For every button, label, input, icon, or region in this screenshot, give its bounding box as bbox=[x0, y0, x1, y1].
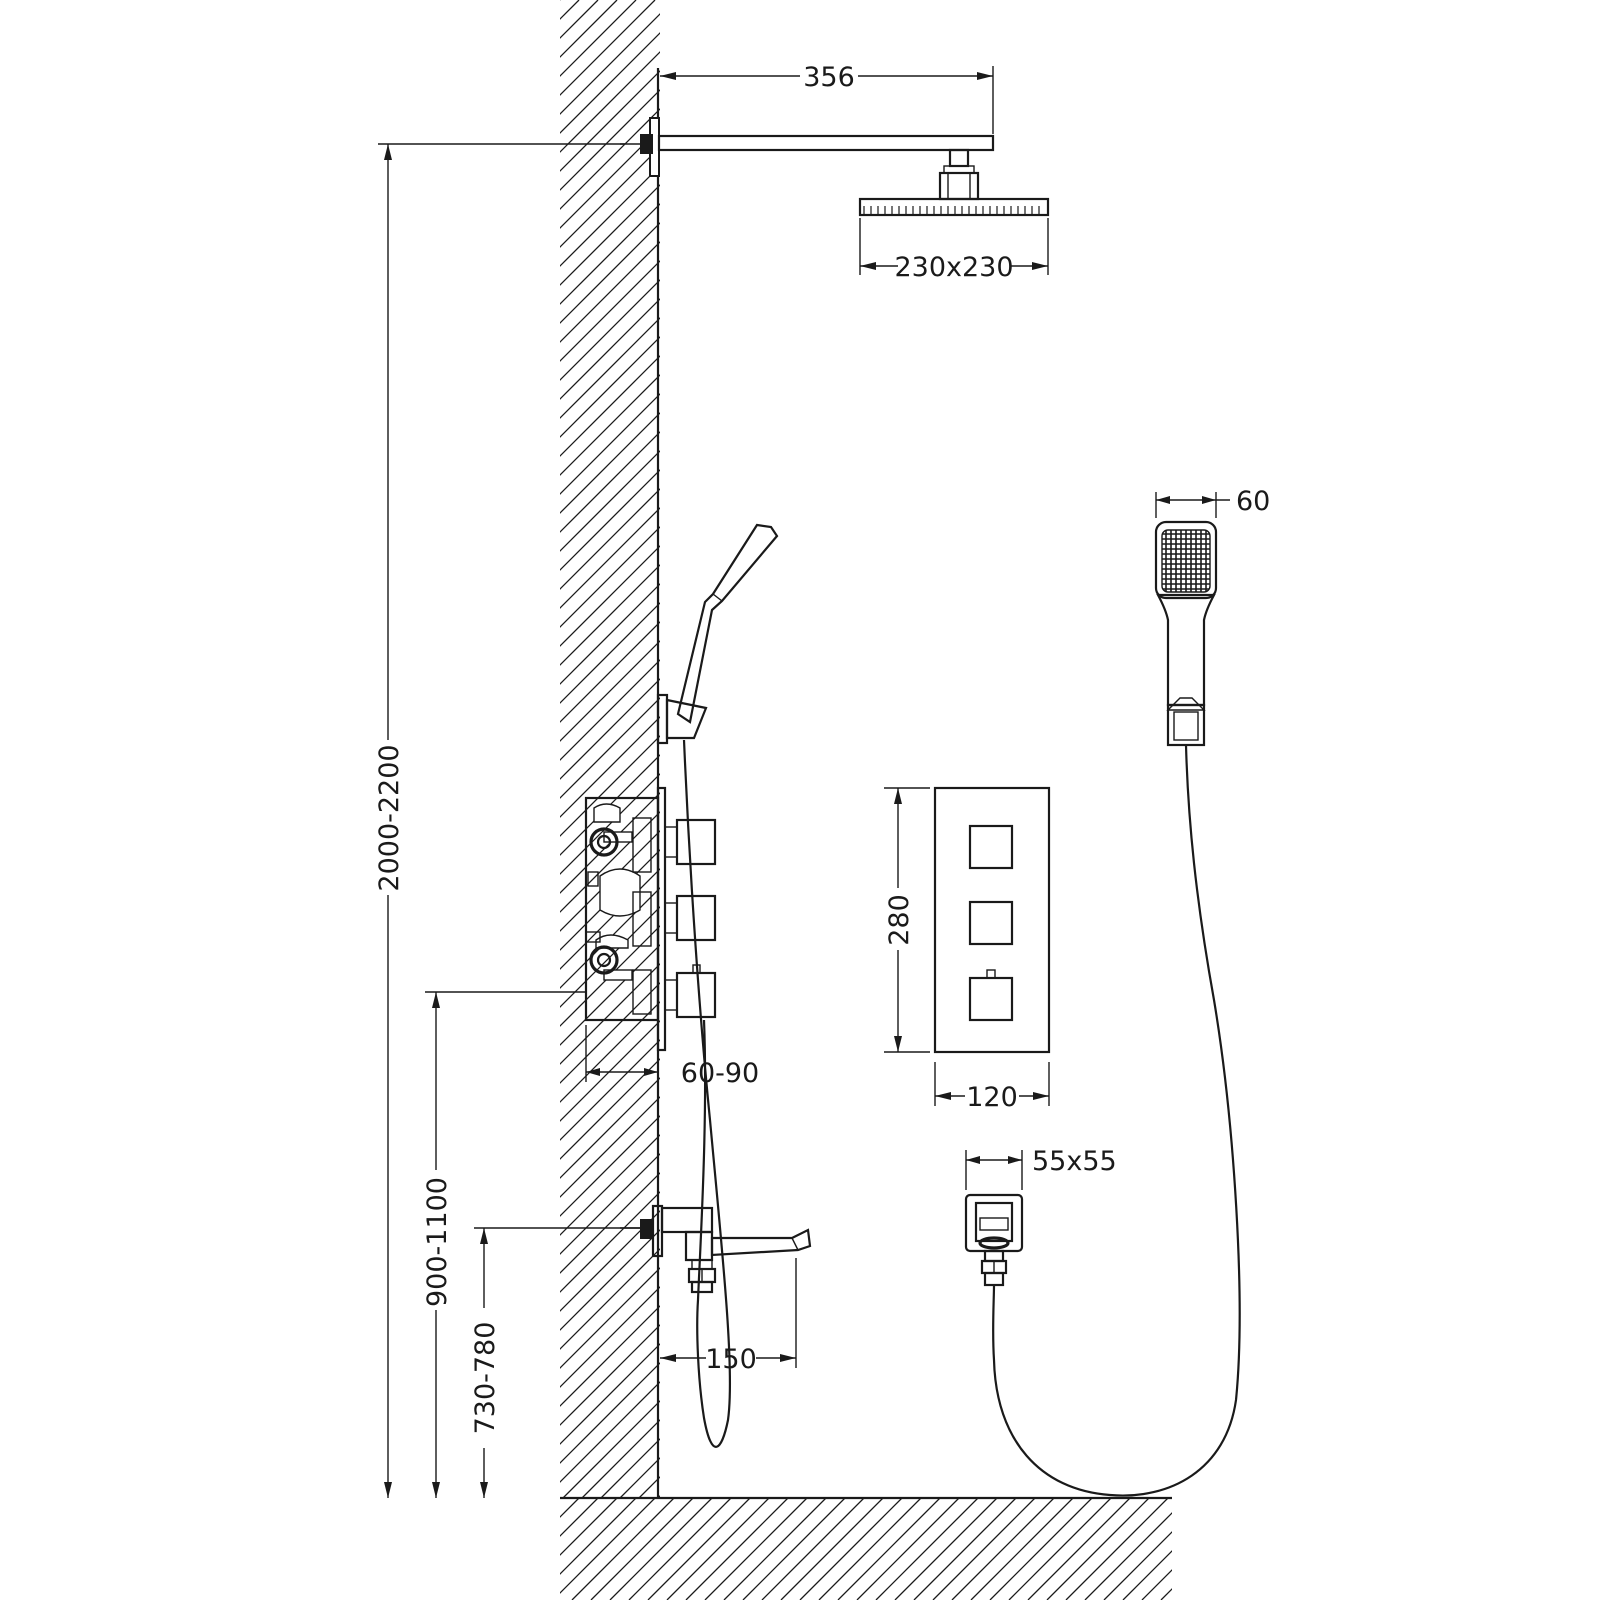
dim-handset-width: 60 bbox=[1155, 486, 1270, 518]
dim-valve-plate-height-label: 280 bbox=[884, 894, 915, 946]
dim-valve-height: 900-1100 bbox=[422, 991, 586, 1498]
dim-head-size: 230x230 bbox=[859, 218, 1049, 283]
dim-arm-length-label: 356 bbox=[803, 62, 855, 93]
dim-spout-height: 730-780 bbox=[470, 1227, 640, 1498]
bath-spout bbox=[620, 1204, 812, 1368]
floor-hatching bbox=[560, 1498, 1172, 1600]
dim-wall-depth: 60-90 bbox=[585, 1025, 759, 1089]
dim-spout-height-label: 730-780 bbox=[470, 1322, 501, 1435]
dim-valve-plate-width-label: 120 bbox=[966, 1082, 1018, 1113]
dim-spout-projection-label: 150 bbox=[705, 1344, 757, 1375]
dim-overall-height-label: 2000-2200 bbox=[374, 744, 405, 891]
hose-front bbox=[992, 744, 1241, 1497]
dim-handset-width-label: 60 bbox=[1236, 486, 1270, 517]
dim-outlet-size-label: 55x55 bbox=[1032, 1146, 1117, 1177]
shower-head bbox=[858, 148, 1050, 217]
dim-head-size-label: 230x230 bbox=[894, 252, 1013, 283]
hose-side bbox=[682, 739, 732, 1448]
dim-valve-plate-height: 280 bbox=[884, 787, 930, 1053]
outlet-elbow-front bbox=[964, 1193, 1024, 1287]
dim-spout-projection: 150 bbox=[660, 1344, 796, 1375]
wall-hatching bbox=[560, 0, 660, 1498]
shower-arm bbox=[620, 117, 995, 177]
dim-outlet-size: 55x55 bbox=[965, 1146, 1117, 1190]
handset-holder-side bbox=[656, 523, 779, 745]
dim-valve-height-label: 900-1100 bbox=[422, 1177, 453, 1307]
valve-plate-side bbox=[656, 786, 717, 1052]
dim-overall-height: 2000-2200 bbox=[374, 143, 625, 1498]
valve-plate-front bbox=[933, 786, 1051, 1054]
dim-valve-plate-width: 120 bbox=[934, 1062, 1050, 1113]
dim-arm-length: 356 bbox=[660, 62, 994, 134]
handset-front bbox=[1154, 520, 1218, 747]
dim-wall-depth-label: 60-90 bbox=[681, 1058, 759, 1089]
